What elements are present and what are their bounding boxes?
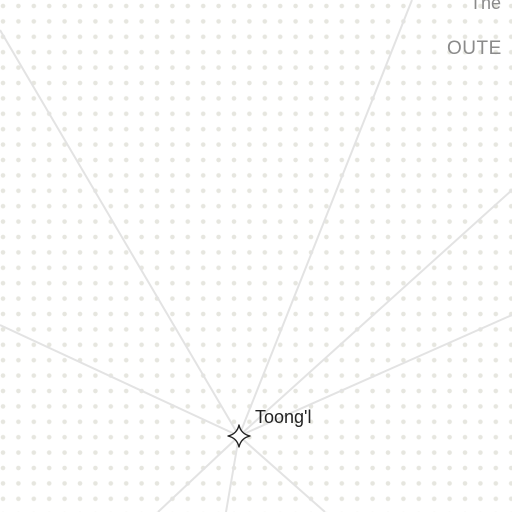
road-to-bottom-right (238, 435, 326, 512)
region-label-outer: OUTE (447, 38, 502, 59)
road-to-left (0, 324, 240, 437)
place-marker[interactable] (227, 424, 251, 448)
road-to-right-upper (238, 189, 512, 437)
road-to-top-left (0, 29, 240, 437)
road-to-right (238, 314, 512, 437)
road-to-top (238, 0, 413, 437)
place-label[interactable]: Toong'l (255, 407, 312, 427)
four-point-star-icon[interactable] (227, 424, 251, 448)
road-to-bottom-left (157, 435, 240, 512)
road-to-bottom (225, 435, 240, 512)
region-label-the: The (470, 0, 502, 13)
